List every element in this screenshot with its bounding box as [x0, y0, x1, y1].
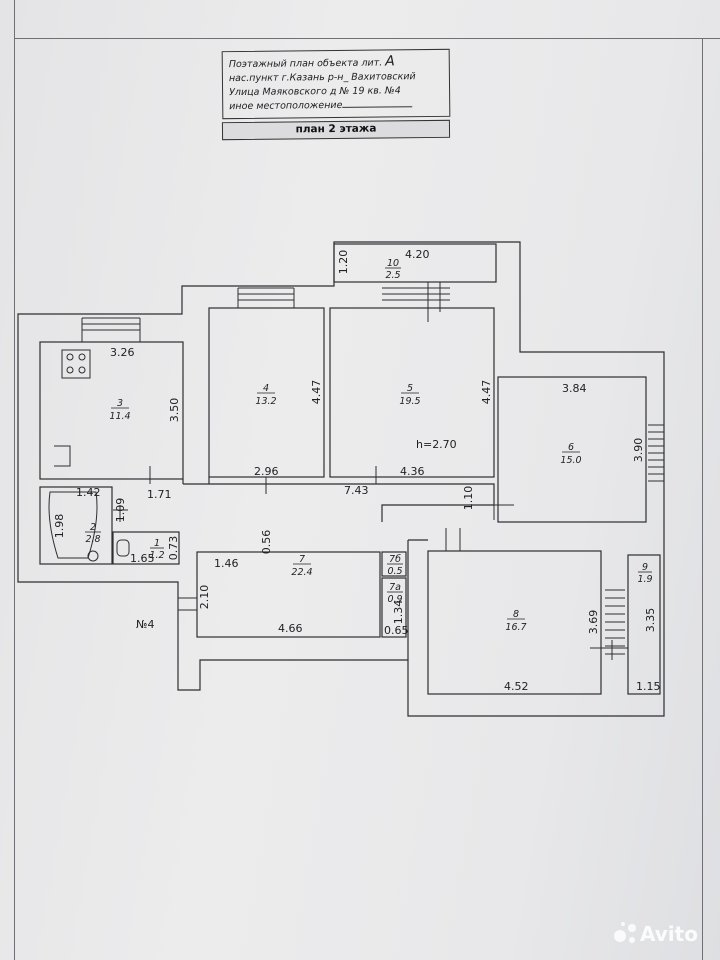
room-5-number: 5 — [407, 383, 413, 394]
room-1-outline — [112, 531, 180, 565]
dim-3-35: 3.35 — [644, 608, 657, 633]
sheet-border-right — [702, 38, 703, 960]
dim-3-26: 3.26 — [110, 346, 135, 359]
dim-3-90: 3.90 — [632, 438, 645, 463]
dim-7-43: 7.43 — [344, 484, 369, 497]
dim-2-10: 2.10 — [198, 585, 211, 610]
dim-4-47-left: 4.47 — [310, 380, 323, 405]
dim-1-15: 1.15 — [636, 680, 661, 693]
room-6-area: 15.0 — [560, 455, 581, 466]
window-room-9 — [605, 589, 625, 655]
dim-1-65: 1.65 — [130, 552, 155, 565]
room-3-area: 11.4 — [109, 411, 130, 422]
avito-watermark: Avito — [614, 922, 698, 946]
room-7b-outline — [381, 551, 407, 577]
room-2-number: 2 — [90, 522, 96, 533]
avito-watermark-text: Avito — [640, 922, 698, 946]
dim-3-84: 3.84 — [562, 382, 587, 395]
dim-1-34: 1.34 — [392, 600, 405, 625]
outer-wall — [17, 241, 665, 717]
room-6-number: 6 — [568, 442, 574, 453]
dim-4-36: 4.36 — [400, 465, 425, 478]
sheet-border-top — [14, 38, 720, 39]
corridor-outline — [183, 483, 495, 522]
door-room-6 — [470, 490, 514, 520]
room-5-outline — [329, 307, 495, 478]
room-3-number: 3 — [117, 398, 123, 409]
room-7a-outline — [381, 577, 407, 638]
door-room-7 — [178, 597, 197, 611]
dim-2-96: 2.96 — [254, 465, 279, 478]
room-1-area: 1.2 — [149, 550, 164, 561]
room-9-number: 9 — [642, 562, 648, 573]
room-7b-area: 0.5 — [387, 566, 402, 577]
door-room-8 — [445, 528, 461, 551]
apartment-number-label: №4 — [136, 618, 154, 631]
dim-1-98: 1.98 — [53, 514, 66, 539]
room-7-outline — [196, 551, 381, 638]
dim-1-42: 1.42 — [76, 486, 101, 499]
door-room-8-inner — [590, 640, 628, 660]
room-8-outline — [427, 550, 602, 695]
room-4-number: 4 — [263, 383, 269, 394]
sink-icon — [54, 445, 71, 467]
room-10-number: 10 — [387, 258, 399, 269]
room-10-outline — [333, 243, 497, 283]
washbasin-icon — [87, 550, 99, 562]
window-kitchen — [81, 317, 141, 342]
room-2-area: 2.8 — [85, 534, 100, 545]
dim-1-09: 1.09 — [114, 498, 127, 523]
room-8-area: 16.7 — [505, 622, 526, 633]
room-7-number: 7 — [299, 554, 305, 565]
room-4-area: 13.2 — [255, 396, 276, 407]
dim-1-71: 1.71 — [147, 488, 172, 501]
room-7b-number: 7б — [389, 554, 401, 565]
room-9-outline — [627, 554, 661, 695]
room-9-area: 1.9 — [637, 574, 652, 585]
room-3-outline — [39, 341, 184, 480]
dim-4-52: 4.52 — [504, 680, 529, 693]
dim-0-73: 0.73 — [167, 536, 180, 561]
dim-4-47-right: 4.47 — [480, 380, 493, 405]
height-label: h=2.70 — [416, 438, 457, 451]
room-5-area: 19.5 — [399, 396, 420, 407]
window-room-5 — [382, 287, 450, 301]
dim-4-66: 4.66 — [278, 622, 303, 635]
dim-1-46: 1.46 — [214, 557, 239, 570]
dim-3-50: 3.50 — [168, 398, 181, 423]
dim-0-65: 0.65 — [384, 624, 409, 637]
room-7a-area: 0.9 — [387, 594, 402, 605]
room-10-area: 2.5 — [385, 270, 400, 281]
room-8-number: 8 — [513, 609, 519, 620]
dim-4-20: 4.20 — [405, 248, 430, 261]
avito-logo-icon — [614, 922, 636, 943]
door-balcony — [427, 282, 441, 322]
room-7-area: 22.4 — [291, 567, 312, 578]
fixtures — [48, 349, 130, 562]
room-1-number: 1 — [154, 538, 160, 549]
dim-1-10: 1.10 — [462, 486, 475, 511]
dim-0-56: 0.56 — [260, 530, 273, 555]
sheet-border-left — [14, 0, 15, 960]
dim-1-20: 1.20 — [337, 250, 350, 275]
door-bath — [113, 505, 128, 522]
window-room-6 — [648, 424, 664, 482]
windows — [81, 282, 664, 660]
room-7a-number: 7а — [389, 582, 401, 593]
stove-icon — [61, 349, 91, 379]
toilet-icon — [116, 539, 130, 557]
room-2-outline — [39, 486, 113, 565]
room-6-outline — [497, 376, 647, 523]
window-room-4 — [237, 287, 295, 308]
dim-3-69: 3.69 — [587, 610, 600, 635]
